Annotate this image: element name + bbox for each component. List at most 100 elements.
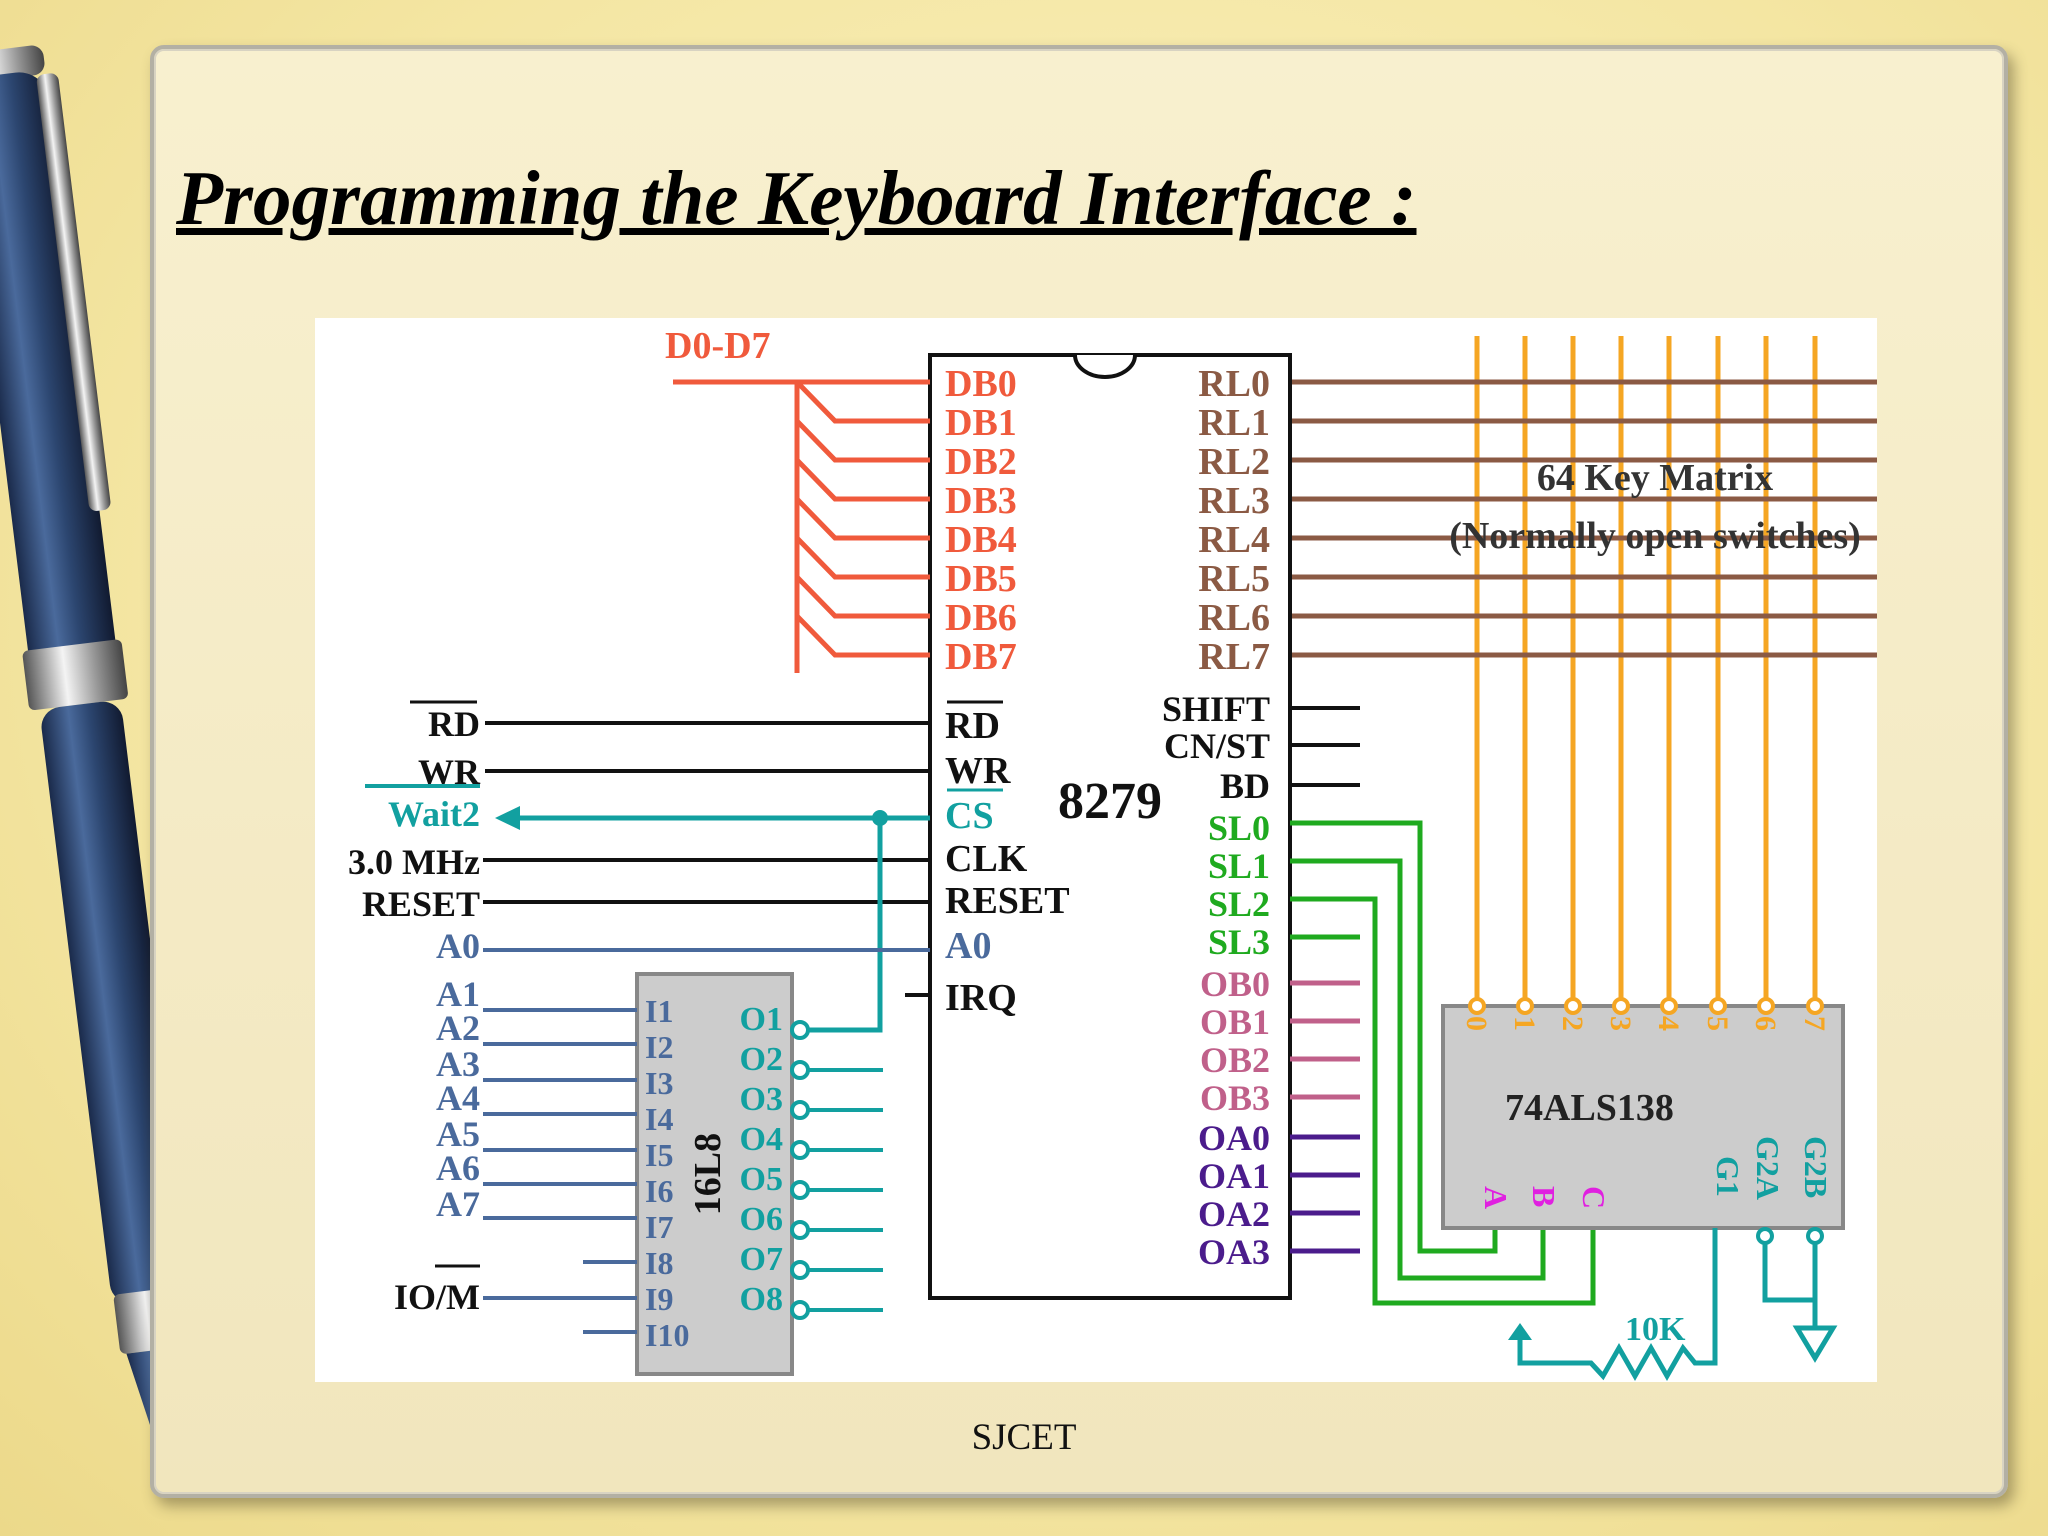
- ext-a1: A1: [436, 974, 480, 1014]
- matrix-columns: [1474, 336, 1818, 1008]
- pin-o5: O5: [740, 1161, 783, 1198]
- chip-16l8: [635, 972, 794, 1376]
- scan-lines: [1290, 820, 1596, 1306]
- pin-rl4: RL4: [1198, 519, 1270, 561]
- return-lines: [1290, 379, 1877, 658]
- pin-rl6: RL6: [1198, 597, 1270, 639]
- keyboard-interface-diagram: 64 Key Matrix (Normally open switches) 8…: [315, 318, 1877, 1382]
- pin-wr: WR: [945, 750, 1011, 792]
- pin-bd: BD: [1220, 766, 1270, 806]
- pin-db2: DB2: [945, 441, 1017, 483]
- ext-a2: A2: [436, 1008, 480, 1048]
- pin-i8: I8: [645, 1245, 673, 1281]
- ext-rd: RD: [428, 704, 480, 744]
- dec-out-7: 7: [1798, 1016, 1831, 1031]
- ext-a5: A5: [436, 1114, 480, 1154]
- ext-a4: A4: [436, 1078, 480, 1118]
- dec-in-c: C: [1576, 1186, 1612, 1209]
- pin-db5: DB5: [945, 558, 1017, 600]
- dec-in-g1: G1: [1710, 1156, 1746, 1197]
- pin-rl1: RL1: [1198, 402, 1270, 444]
- pin-i2: I2: [645, 1029, 673, 1065]
- ext-a7: A7: [436, 1184, 480, 1224]
- pin-db3: DB3: [945, 480, 1017, 522]
- pal-outputs: [790, 1020, 883, 1320]
- chip-74als138: [1441, 1004, 1845, 1230]
- resistor-label: 10K: [1625, 1311, 1686, 1348]
- ext-reset: RESET: [362, 884, 480, 924]
- pin-sl1: SL1: [1208, 846, 1270, 886]
- data-bus-label: D0-D7: [665, 325, 771, 367]
- pin-db7: DB7: [945, 636, 1017, 678]
- pin-i9: I9: [645, 1281, 673, 1317]
- g1-pullup: [1517, 1228, 1718, 1382]
- data-bus: [673, 379, 930, 673]
- pin-o2: O2: [740, 1041, 783, 1078]
- ext-a3: A3: [436, 1044, 480, 1084]
- pin-cnst: CN/ST: [1164, 726, 1270, 766]
- pin-sl2: SL2: [1208, 884, 1270, 924]
- pin-shift: SHIFT: [1162, 689, 1270, 729]
- ext-a6: A6: [436, 1148, 480, 1188]
- pin-o8: O8: [740, 1281, 783, 1318]
- pin-i4: I4: [645, 1101, 673, 1137]
- ext-a0: A0: [436, 926, 480, 966]
- pin-i10: I10: [645, 1317, 689, 1353]
- pin-o4: O4: [740, 1121, 783, 1158]
- pin-ob0: OB0: [1200, 964, 1270, 1004]
- pin-oa2: OA2: [1198, 1194, 1270, 1234]
- pin-sl0: SL0: [1208, 808, 1270, 848]
- control-lines: [483, 721, 930, 997]
- pin-db0: DB0: [945, 363, 1017, 405]
- dec-in-g2a: G2A: [1750, 1136, 1786, 1200]
- ext-wait2: Wait2: [388, 794, 480, 834]
- dec-out-1: 1: [1508, 1016, 1541, 1031]
- pin-ob2: OB2: [1200, 1040, 1270, 1080]
- pin-o6: O6: [740, 1201, 783, 1238]
- dec-out-6: 6: [1749, 1016, 1782, 1031]
- pin-sl3: SL3: [1208, 922, 1270, 962]
- dec-in-a: A: [1478, 1186, 1514, 1209]
- pin-ob3: OB3: [1200, 1078, 1270, 1118]
- pin-a0: A0: [945, 925, 991, 967]
- pin-rl3: RL3: [1198, 480, 1270, 522]
- slide-footer: SJCET: [971, 1417, 1077, 1458]
- dec-in-g2b: G2B: [1798, 1136, 1834, 1198]
- pin-db1: DB1: [945, 402, 1017, 444]
- pin-oa0: OA0: [1198, 1118, 1270, 1158]
- pin-rl2: RL2: [1198, 441, 1270, 483]
- dec-out-3: 3: [1604, 1016, 1637, 1031]
- dec-out-4: 4: [1652, 1016, 1685, 1031]
- pin-i5: I5: [645, 1137, 673, 1173]
- dec-in-b: B: [1526, 1186, 1562, 1207]
- pin-rl0: RL0: [1198, 363, 1270, 405]
- pin-o3: O3: [740, 1081, 783, 1118]
- pin-i6: I6: [645, 1173, 673, 1209]
- pin-i3: I3: [645, 1065, 673, 1101]
- pin-oa1: OA1: [1198, 1156, 1270, 1196]
- chip-16l8-label: 16L8: [687, 1133, 729, 1215]
- chip-8279-label: 8279: [1058, 773, 1162, 830]
- pin-cs: CS: [945, 795, 994, 837]
- circuit-schematic: 64 Key Matrix (Normally open switches) 8…: [348, 325, 1877, 1382]
- pin-db6: DB6: [945, 597, 1017, 639]
- pin-ob1: OB1: [1200, 1002, 1270, 1042]
- ext-iom: IO/M: [394, 1277, 480, 1317]
- pin-oa3: OA3: [1198, 1232, 1270, 1272]
- dec-out-2: 2: [1556, 1016, 1589, 1031]
- pin-clk: CLK: [945, 838, 1028, 880]
- slide-title: Programming the Keyboard Interface :: [176, 155, 1417, 241]
- pin-i1: I1: [645, 993, 673, 1029]
- pin-o7: O7: [740, 1241, 783, 1278]
- pin-rl5: RL5: [1198, 558, 1270, 600]
- dec-out-5: 5: [1701, 1016, 1734, 1031]
- ext-3mhz: 3.0 MHz: [348, 842, 480, 882]
- ground-connection: [1762, 1236, 1838, 1363]
- pin-irq: IRQ: [945, 977, 1017, 1019]
- key-matrix-subtitle: (Normally open switches): [1449, 515, 1861, 557]
- dec-out-0: 0: [1460, 1016, 1493, 1031]
- cs-wait-lines: [505, 815, 930, 1033]
- key-matrix-title: 64 Key Matrix: [1537, 457, 1773, 499]
- decoder-label: 74ALS138: [1505, 1087, 1674, 1129]
- chip-8279: [928, 353, 1292, 1300]
